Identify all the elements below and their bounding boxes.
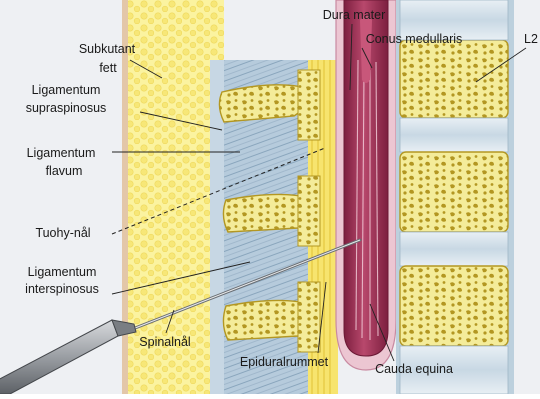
- intervertebral-disc-1: [400, 118, 508, 152]
- conus-medullaris-shape: [360, 15, 372, 83]
- label-conus-medullaris: Conus medullaris: [366, 32, 463, 46]
- label-supraspinosus-line2: supraspinosus: [26, 101, 107, 115]
- label-interspinosus-line1: Ligamentum: [28, 265, 97, 279]
- lamina-3: [298, 282, 320, 352]
- intervertebral-disc-2: [400, 232, 508, 266]
- label-flavum-line1: Ligamentum: [27, 146, 96, 160]
- label-tuohy-nal: Tuohy-nål: [35, 226, 90, 240]
- label-interspinosus-line2: interspinosus: [25, 282, 99, 296]
- vertebral-body-l2: [400, 40, 508, 118]
- lamina-1: [298, 70, 320, 140]
- label-epiduralrummet: Epiduralrummet: [240, 355, 329, 369]
- label-subkutant-line2: fett: [99, 61, 117, 75]
- lamina-2: [298, 176, 320, 246]
- label-dura-mater: Dura mater: [323, 8, 386, 22]
- label-supraspinosus-line1: Ligamentum: [32, 83, 101, 97]
- vertebral-body-l3: [400, 152, 508, 232]
- label-subkutant-line1: Subkutant: [79, 42, 136, 56]
- label-l2: L2: [524, 32, 538, 46]
- label-spinalnal: Spinalnål: [139, 335, 190, 349]
- label-flavum-line2: flavum: [46, 164, 83, 178]
- vertebral-body-l4: [400, 266, 508, 346]
- label-cauda-equina: Cauda equina: [375, 362, 453, 376]
